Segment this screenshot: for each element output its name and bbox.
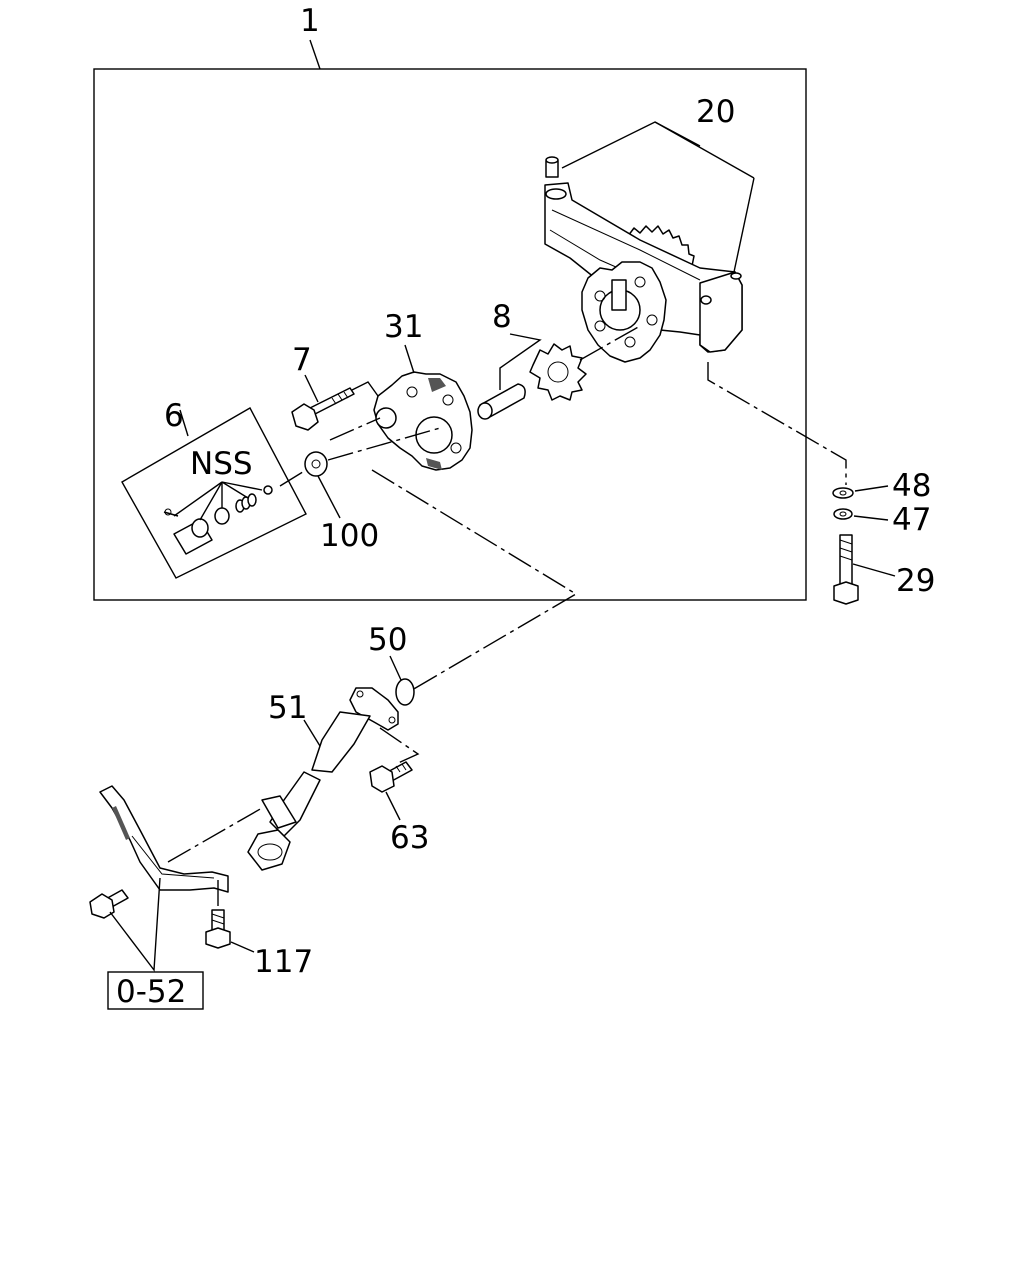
part-20-pump-housing	[544, 156, 743, 363]
callout-100: 100	[320, 518, 379, 554]
part-7-bolt	[291, 387, 355, 431]
part-6-relief-valve-kit	[121, 407, 307, 579]
axis-line-29	[707, 362, 847, 485]
part-63-bolt	[369, 761, 413, 793]
part-31-pump-cover	[373, 371, 473, 471]
leader-1	[309, 39, 321, 70]
part-bolt-052	[89, 889, 129, 919]
callout-63: 63	[390, 820, 429, 856]
leader-50	[389, 655, 402, 681]
callout-1: 1	[300, 3, 320, 39]
part-117-bolt	[205, 880, 231, 949]
leader-31	[404, 344, 415, 374]
callout-8: 8	[492, 299, 512, 335]
part-8-gear-and-shaft	[477, 343, 587, 420]
callout-20: 20	[696, 94, 735, 130]
strainer-bracket	[99, 785, 229, 893]
assembly-frame	[93, 68, 807, 601]
part-51-oil-pipe	[247, 687, 399, 871]
leader-20	[561, 121, 701, 169]
leader-8	[499, 333, 542, 390]
leader-7	[304, 374, 319, 403]
callout-nss: NSS	[190, 446, 253, 482]
reference-box-052	[107, 971, 204, 1010]
callout-51: 51	[268, 690, 307, 726]
leader-100	[317, 475, 341, 519]
part-50-o-ring	[395, 678, 415, 706]
reference-052: 0-52	[116, 974, 186, 1010]
part-48-washer	[832, 487, 854, 499]
callout-6: 6	[164, 398, 184, 434]
part-100-washer	[304, 451, 328, 477]
callout-7: 7	[292, 342, 312, 378]
axis-line-8	[579, 325, 641, 361]
part-47-lock-washer	[833, 508, 853, 520]
callout-48: 48	[892, 468, 931, 504]
part-29-bolt	[833, 534, 859, 605]
axis-line-50	[371, 469, 578, 691]
callout-31: 31	[384, 309, 423, 345]
leader-51	[303, 719, 321, 747]
callout-47: 47	[892, 502, 931, 538]
callout-117: 117	[254, 944, 313, 980]
leader-63	[385, 791, 401, 821]
callout-50: 50	[368, 622, 407, 658]
callout-29: 29	[896, 563, 935, 599]
